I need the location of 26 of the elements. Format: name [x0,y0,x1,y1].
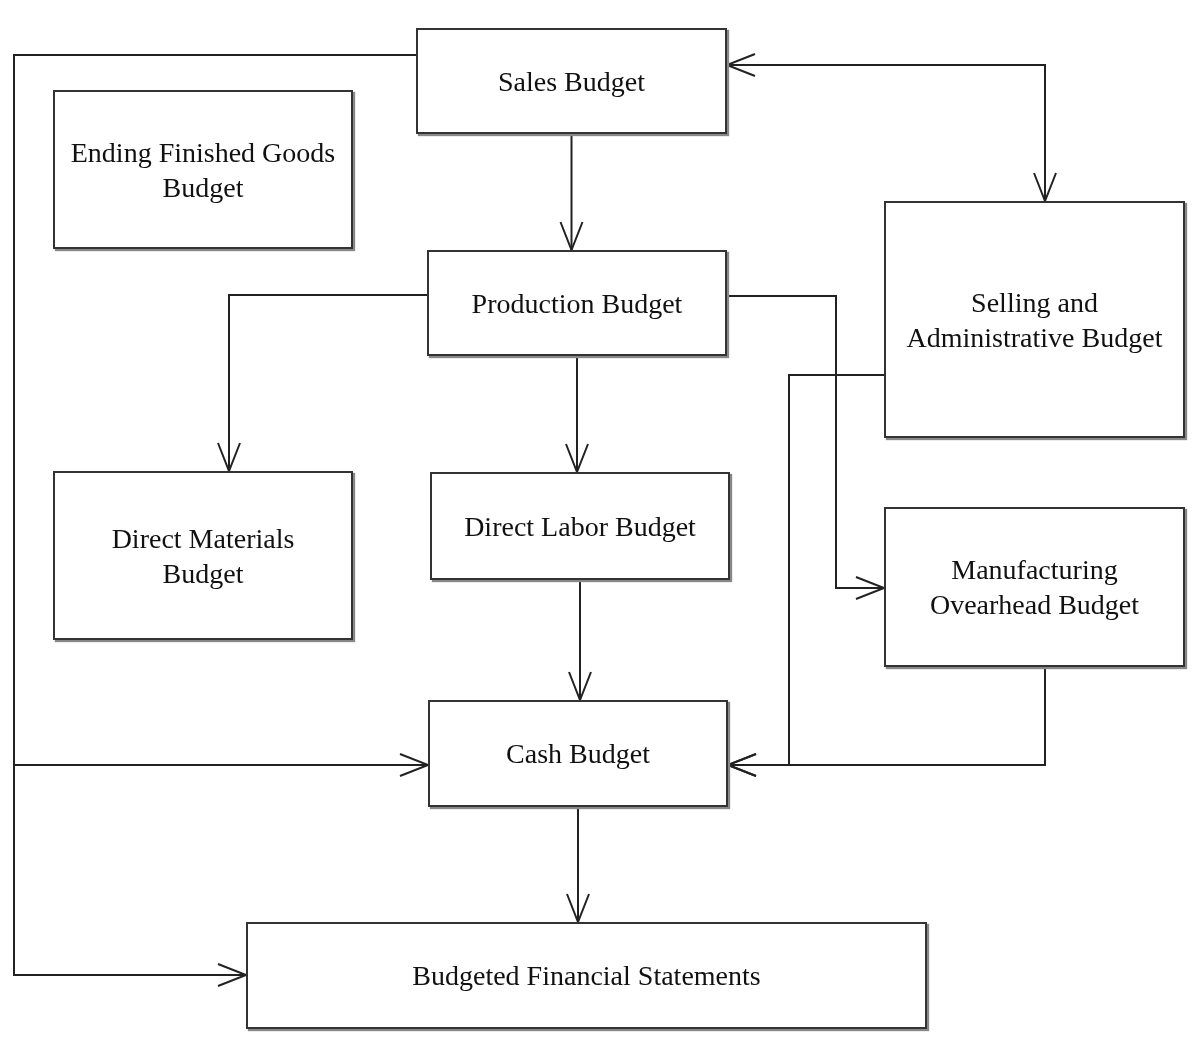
box-label: Ending Finished Goods Budget [69,135,337,205]
arrow [727,666,1046,777]
budget-box [884,201,1185,438]
arrow [217,294,428,472]
arrow [565,355,589,473]
budget-box [430,472,730,580]
budget-box [246,922,927,1029]
arrow [726,53,1057,202]
arrow [568,579,592,701]
box-label: Budgeted Financial Statements [412,959,761,993]
budget-box [428,700,728,807]
budget-box [53,471,353,640]
box-label: Direct Labor Budget [464,509,696,544]
budget-box [416,28,727,134]
budget-box [427,250,727,356]
budget-box [884,507,1185,667]
arrow [566,806,590,923]
box-label: Sales Budget [498,64,645,99]
box-label: Manufacturing Ovearhead Budget [928,553,1141,622]
box-label: Direct Materials Budget [110,521,296,591]
arrow [559,133,584,251]
box-label: Selling and Administrative Budget [905,285,1164,355]
budget-box [53,90,353,249]
arrow [726,295,885,600]
box-label: Cash Budget [506,737,650,771]
box-label: Production Budget [471,286,683,321]
